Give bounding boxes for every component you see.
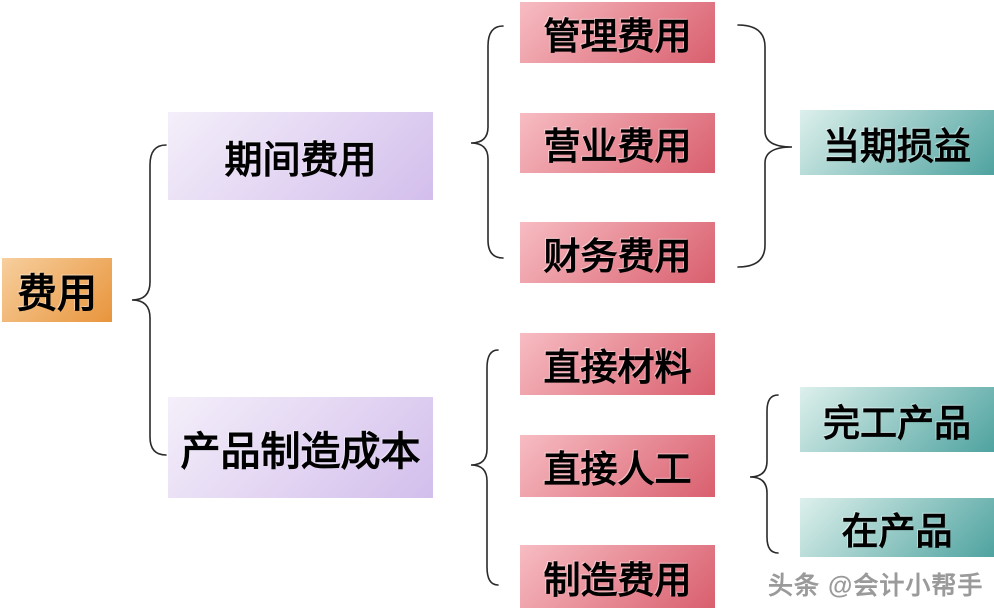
node-admin-expense: 管理费用 [520,2,715,63]
brace-labor-to-products [749,394,779,554]
node-manufacturing-overhead: 制造费用 [520,545,715,608]
node-direct-labor: 直接人工 [520,435,715,497]
node-current-profit-loss: 当期损益 [800,110,994,175]
node-product-manufacturing-cost: 产品制造成本 [168,397,433,498]
node-direct-material: 直接材料 [520,333,715,395]
watermark: 头条 @会计小帮手 [768,572,984,600]
brace-root-to-branches [131,144,167,456]
node-period-expense: 期间费用 [168,112,433,200]
node-work-in-process: 在产品 [800,498,994,557]
node-finance-expense: 财务费用 [520,222,715,283]
node-finished-goods: 完工产品 [800,387,994,452]
node-operating-expense: 营业费用 [520,113,715,173]
brace-manufacturing-to-costs [470,349,499,586]
node-expense-root: 费用 [2,258,112,322]
brace-period-to-expenses [470,25,504,259]
brace-expenses-to-profit-loss [737,24,793,268]
